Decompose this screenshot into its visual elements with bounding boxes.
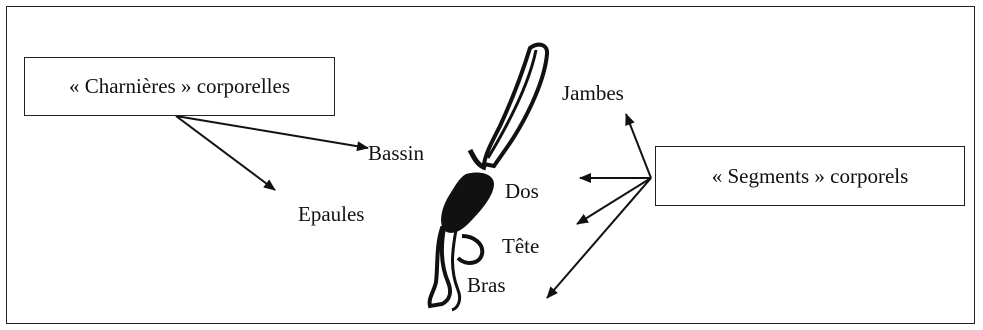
left-arrows (176, 116, 368, 190)
gymnast-arms (430, 228, 450, 306)
gymnast-arm-line (452, 230, 460, 310)
label-dos: Dos (505, 181, 539, 202)
hinges-box: « Charnières » corporelles (24, 57, 335, 116)
segments-box-label: « Segments » corporels (712, 164, 909, 189)
segments-box: « Segments » corporels (655, 146, 965, 206)
arrow-to-jambes (626, 114, 651, 178)
right-arrows (547, 114, 651, 298)
label-bassin: Bassin (368, 143, 424, 164)
arrow-to-tete (577, 178, 651, 224)
label-tete: Tête (502, 236, 539, 257)
label-jambes: Jambes (562, 83, 624, 104)
arrow-to-epaules (176, 116, 275, 190)
hinges-box-label: « Charnières » corporelles (69, 74, 290, 99)
arrow-to-bras (547, 178, 651, 298)
label-bras: Bras (467, 275, 506, 296)
gymnast-torso (441, 172, 494, 232)
gymnast-figure (430, 45, 547, 310)
label-epaules: Epaules (298, 204, 364, 225)
gymnast-head (458, 236, 482, 263)
arrow-to-bassin (176, 116, 368, 148)
